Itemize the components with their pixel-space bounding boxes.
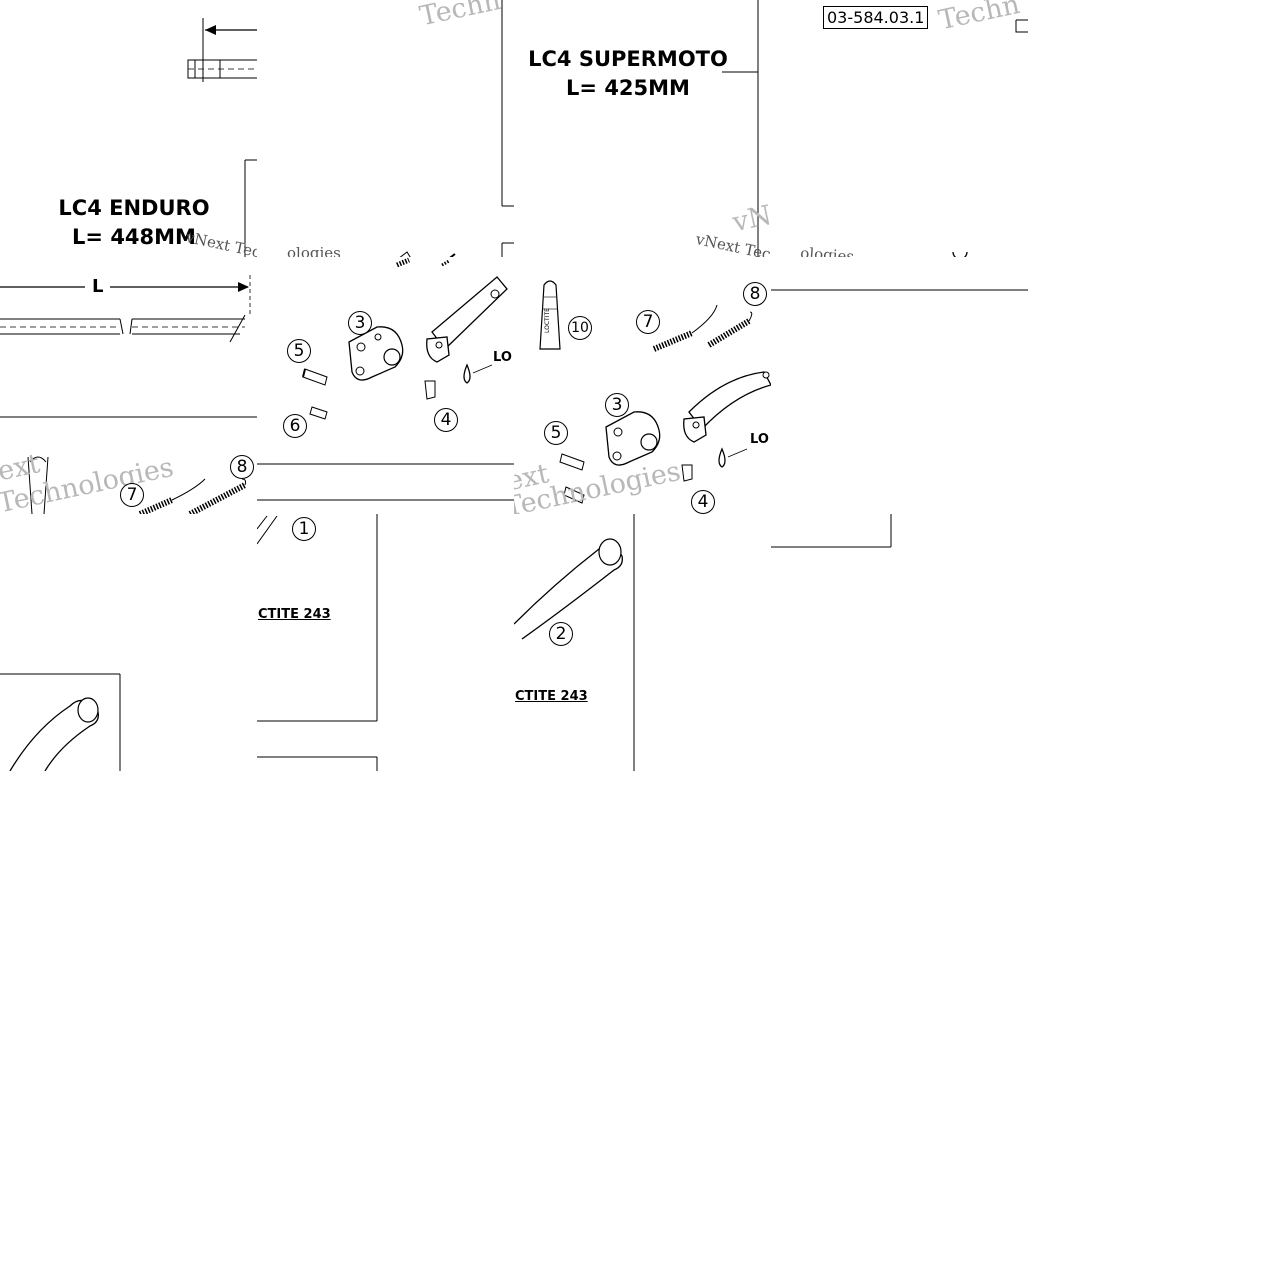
enduro-model-name: LC4 ENDURO: [58, 196, 210, 220]
callout-5: 5: [287, 339, 311, 363]
callout-1: 1: [292, 517, 316, 541]
diagram-tile-bottom-right: [771, 514, 1028, 771]
diagram-tile-parts-supermoto: LOCTITE 10 7 8 3 5 4 LO ext Technologies: [514, 257, 771, 514]
frame-lines: [722, 0, 759, 257]
watermark-text-small: ologies: [287, 244, 341, 257]
enduro-label: LC4 ENDURO L= 448MM: [58, 194, 210, 252]
callout-10: 10: [568, 316, 592, 340]
supermoto-parts-drawing: [539, 280, 771, 504]
frame-lines: [952, 19, 1028, 257]
callout-7: 7: [120, 483, 144, 507]
diagram-tile-parts-bracket: 3 5 6 4 LO: [257, 257, 514, 514]
loctite-label-lo: LO: [750, 432, 769, 447]
callout-8: 8: [743, 282, 767, 306]
diagram-tile-bottom-lever: 2 CTITE 243: [514, 514, 771, 771]
diagram-tile-enduro-dimension: Techn LC4 ENDURO L= 448MM vNext Technolo…: [0, 0, 257, 257]
callout-3: 3: [348, 311, 372, 335]
loctite-label: CTITE 243: [258, 607, 331, 622]
lever-detail-drawing: [0, 673, 121, 771]
enduro-length: L= 448MM: [72, 225, 196, 249]
frame-lines: [399, 0, 514, 257]
loctite-label-lo: LO: [493, 350, 512, 365]
callout-4: 4: [691, 490, 715, 514]
diagram-tile-right-frame: [771, 257, 1028, 514]
dimension-label-l: L: [92, 276, 104, 297]
diagram-tile-enduro-lever: L ext Technologies 7 8: [0, 257, 257, 514]
frame-lines: [771, 289, 1028, 396]
diagram-tile-bottom-center: 1 CTITE 243: [257, 514, 514, 771]
loctite-tube-text: LOCTITE: [544, 308, 551, 333]
enduro-lever-drawing: [0, 275, 257, 514]
supermoto-length: L= 425MM: [566, 76, 690, 100]
loctite-label: CTITE 243: [515, 689, 588, 704]
supermoto-label: LC4 SUPERMOTO L= 425MM: [528, 45, 728, 103]
callout-8: 8: [230, 455, 254, 479]
frame-lines: [257, 514, 378, 771]
enduro-dimension-drawing: [187, 18, 257, 257]
diagram-tile-bottom-left: [0, 514, 257, 771]
callout-7: 7: [636, 310, 660, 334]
drawing-reference-number: 03-584.03.1: [823, 6, 929, 29]
lever-detail-drawing: [514, 514, 635, 771]
callout-2: 2: [549, 622, 573, 646]
diagram-tile-top-center: Techn ologies: [257, 0, 514, 257]
callout-5: 5: [544, 421, 568, 445]
diagram-tile-supermoto-label: LC4 SUPERMOTO L= 425MM vNe vNext Technol…: [514, 0, 771, 257]
supermoto-model-name: LC4 SUPERMOTO: [528, 47, 728, 71]
callout-4: 4: [434, 408, 458, 432]
callout-6: 6: [283, 414, 307, 438]
diagram-tile-reference: 03-584.03.1 Techn ologies: [771, 0, 1028, 257]
bracket-parts-drawing: [257, 257, 514, 501]
callout-3: 3: [605, 393, 629, 417]
frame-lines: [771, 514, 892, 548]
